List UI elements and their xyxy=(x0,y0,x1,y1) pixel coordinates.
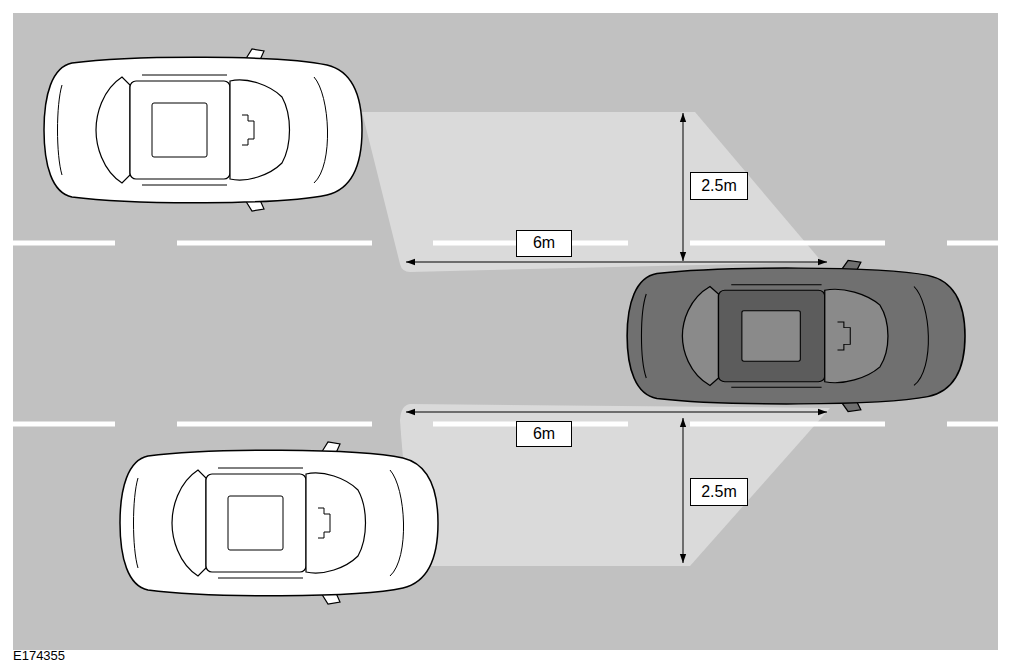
figure-number: E174355 xyxy=(13,648,65,663)
detection-zone xyxy=(400,404,830,566)
dimension-line xyxy=(406,412,827,413)
trunk-line xyxy=(134,478,139,568)
mirror-mount xyxy=(838,322,851,350)
trunk-line xyxy=(641,294,646,378)
detection-zone xyxy=(362,112,822,272)
sunroof xyxy=(228,496,283,550)
dimension-label: 6m xyxy=(516,421,572,447)
windshield xyxy=(825,289,888,382)
dimension-text: 6m xyxy=(533,426,555,442)
dimension-line xyxy=(406,262,827,263)
car xyxy=(627,260,965,411)
sunroof xyxy=(742,311,800,361)
lane-marking xyxy=(13,241,998,246)
dimension-label: 6m xyxy=(516,230,572,257)
roof xyxy=(719,290,825,381)
hood-line xyxy=(390,470,404,576)
dimension-text: 2.5m xyxy=(701,178,737,194)
dimension-text: 6m xyxy=(533,235,555,251)
windshield xyxy=(230,80,290,180)
rear-window xyxy=(172,470,206,576)
hood-line xyxy=(314,77,328,183)
door-line xyxy=(218,468,303,578)
car-body xyxy=(44,57,362,203)
dimension-label: 2.5m xyxy=(690,478,748,506)
dimension-text: 2.5m xyxy=(701,484,737,500)
car-body xyxy=(120,450,438,596)
lane-marking xyxy=(13,422,998,427)
car xyxy=(44,49,362,211)
sunroof xyxy=(152,103,207,157)
hood-line xyxy=(914,287,928,386)
car xyxy=(120,442,438,604)
door-line xyxy=(731,285,821,388)
rear-window xyxy=(682,287,718,386)
dimension-line xyxy=(683,418,684,563)
roof xyxy=(206,474,306,572)
rear-window xyxy=(96,77,130,183)
mirror-mount xyxy=(318,508,330,538)
roof xyxy=(130,81,230,179)
car-body xyxy=(627,268,965,404)
dimension-line xyxy=(683,113,684,261)
road-surface xyxy=(13,13,998,650)
trunk-line xyxy=(58,85,63,175)
door-line xyxy=(142,75,227,185)
windshield xyxy=(306,473,366,573)
mirror-mount xyxy=(242,115,254,145)
dimension-label: 2.5m xyxy=(690,172,748,200)
